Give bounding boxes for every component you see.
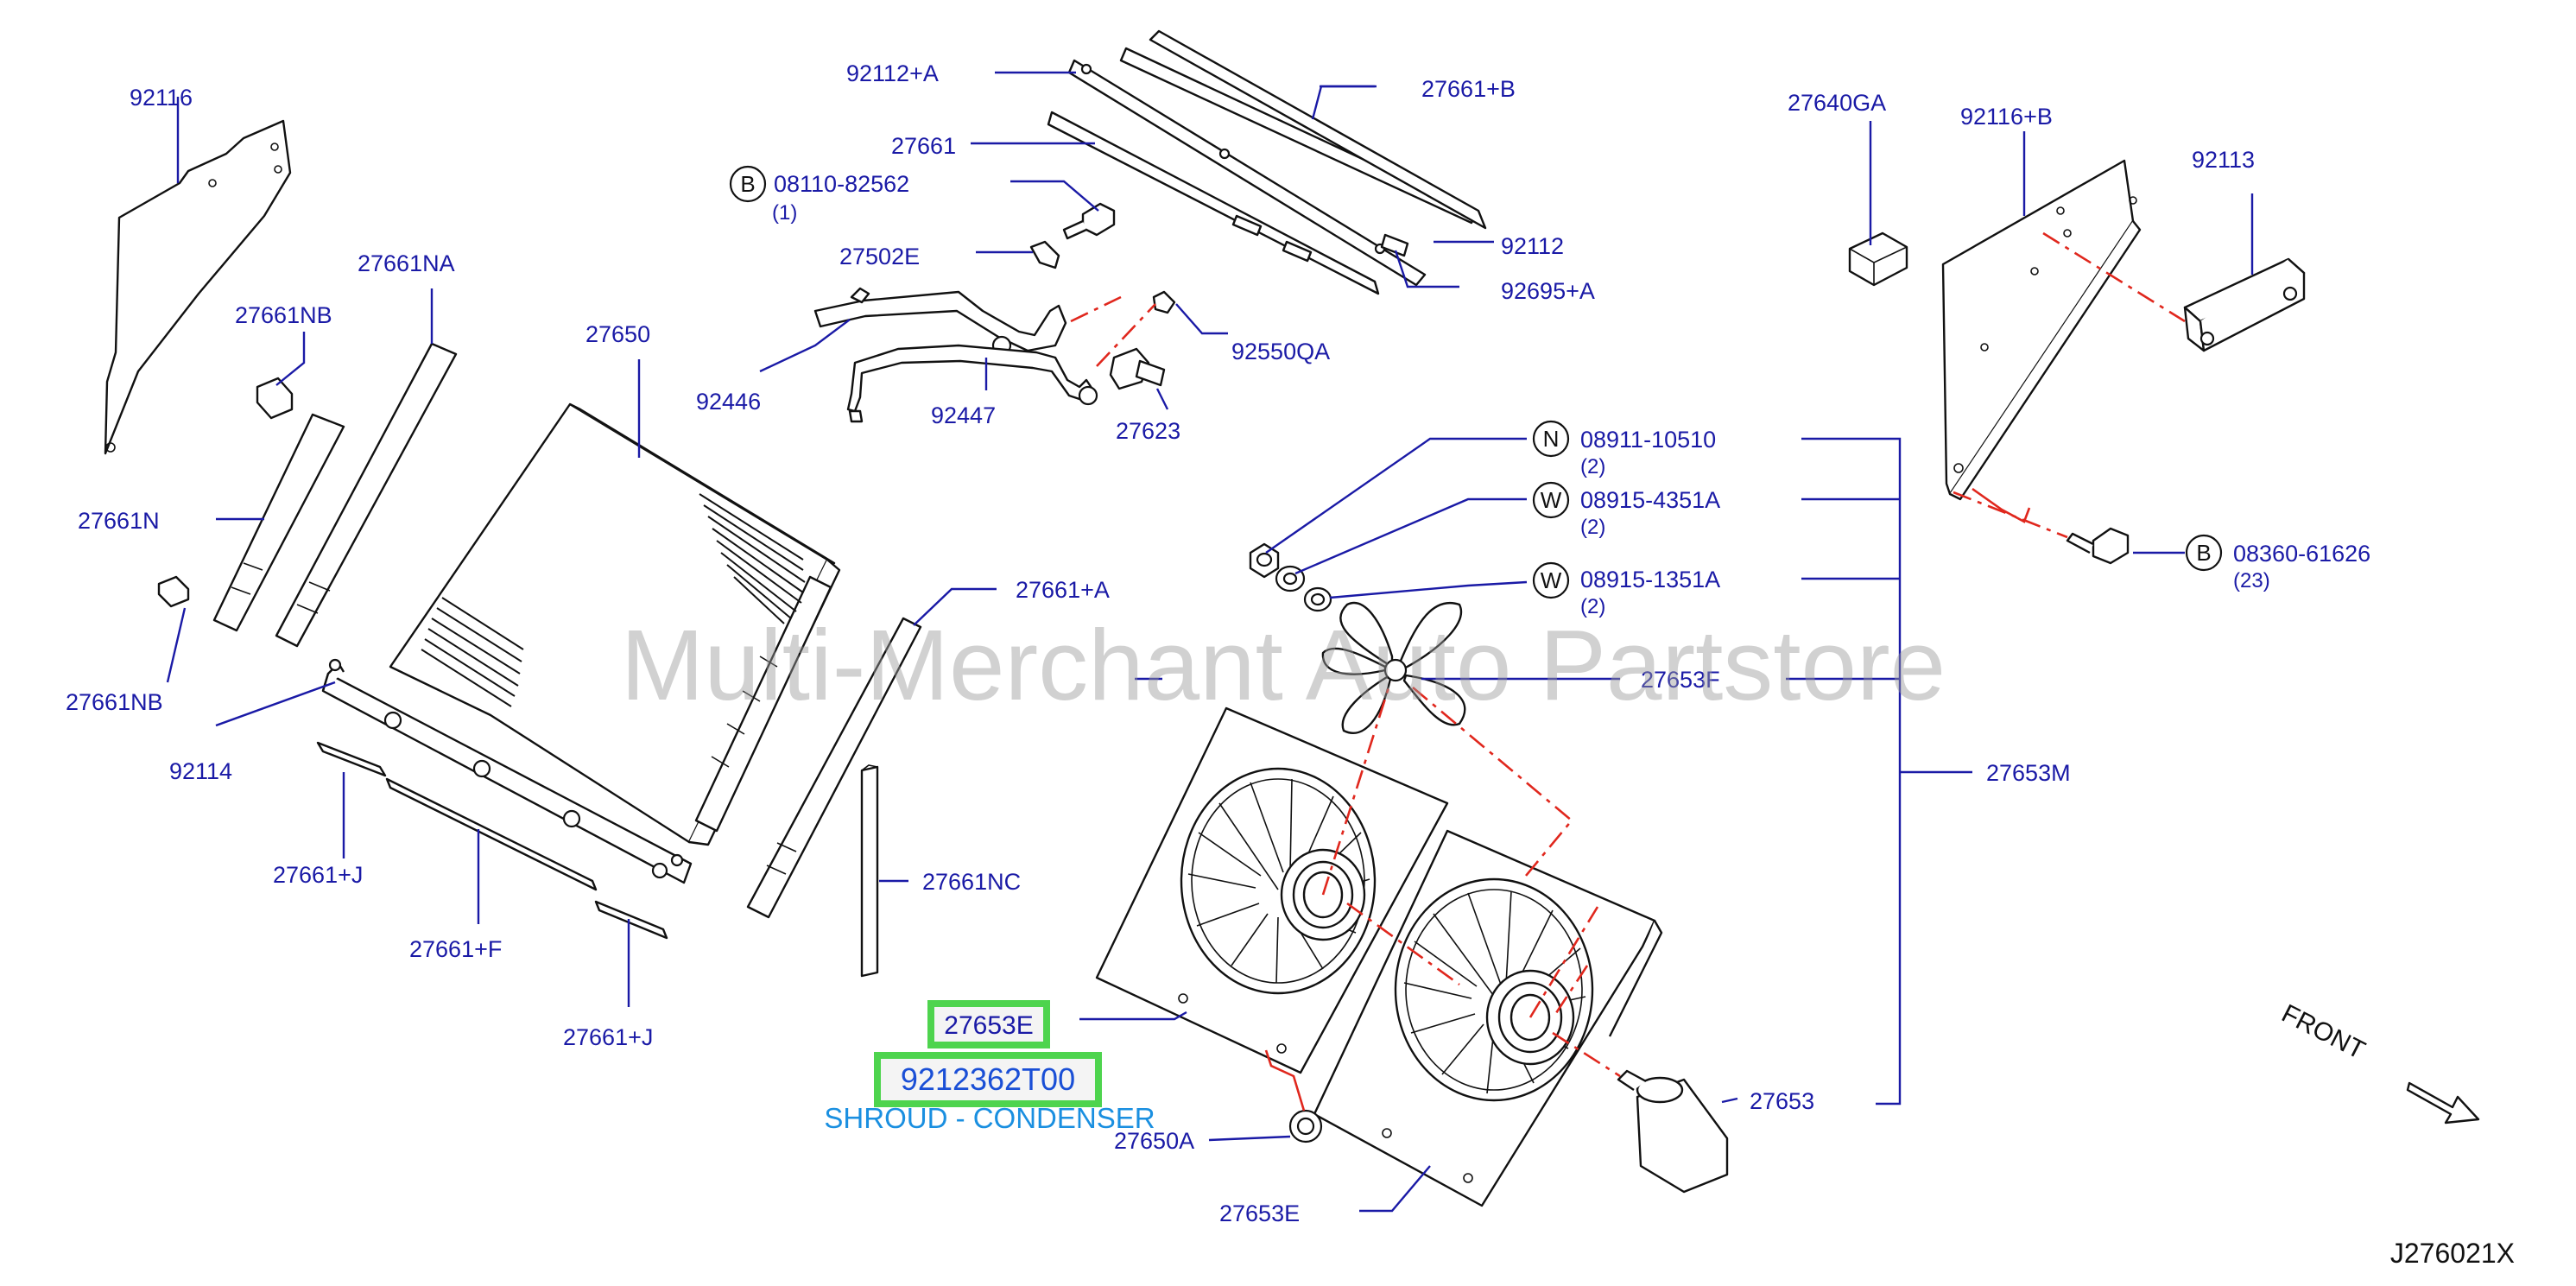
- switch-27623-drawing: [1109, 347, 1166, 390]
- label-08360-61626[interactable]: 08360-61626: [2233, 541, 2370, 567]
- label-27623[interactable]: 27623: [1116, 418, 1180, 444]
- seal-27661nc-drawing: [860, 764, 879, 978]
- seal-27661na-drawing: [275, 342, 458, 648]
- shroud-left-drawing: [1095, 706, 1449, 1074]
- clip-92550qa-drawing: [1152, 290, 1176, 314]
- label-08915-4351a[interactable]: 08915-4351A: [1580, 487, 1720, 513]
- label-27661n[interactable]: 27661N: [78, 508, 160, 534]
- centerline-08360: [1953, 491, 2068, 539]
- highlight-box-part-number[interactable]: [874, 1052, 1102, 1107]
- label-92550qa[interactable]: 92550QA: [1231, 339, 1330, 364]
- svg-text:N: N: [1543, 426, 1560, 452]
- pad-27661nb-top-drawing: [256, 377, 294, 420]
- condenser-27650-drawing: [389, 402, 841, 846]
- front-indicator: FRONT: [2277, 999, 2480, 1124]
- label-92447[interactable]: 92447: [931, 402, 996, 428]
- label-92112a[interactable]: 92112+A: [846, 60, 939, 86]
- label-27653[interactable]: 27653: [1750, 1088, 1814, 1114]
- block-27640ga-drawing: [1848, 231, 1908, 287]
- svg-text:B: B: [740, 171, 755, 197]
- watermark-text: Multi-Merchant Auto Partstore: [621, 609, 1946, 721]
- leader-27650a-red: [1264, 1049, 1306, 1112]
- fan-27653f-drawing: [1321, 602, 1466, 734]
- label-27661j-right[interactable]: 27661+J: [563, 1024, 653, 1050]
- label-08911-10510[interactable]: 08911-10510: [1580, 427, 1716, 453]
- label-27661nb-top[interactable]: 27661NB: [235, 302, 332, 328]
- leader-lines: [166, 71, 2254, 1213]
- centerline-92113: [2042, 231, 2186, 323]
- fastener-code-08915-4351a: W: [1532, 481, 1570, 519]
- pad-27661nb-bottom-drawing: [157, 575, 190, 608]
- motor-27653-drawing: [1617, 1069, 1729, 1194]
- label-27661nb-bottom[interactable]: 27661NB: [66, 689, 163, 715]
- label-92113[interactable]: 92113: [2192, 147, 2255, 173]
- label-27653f[interactable]: 27653F: [1641, 667, 1720, 693]
- highlight-part-label[interactable]: 27653E: [944, 1011, 1033, 1040]
- highlight-box-part-label[interactable]: [927, 1000, 1050, 1048]
- qty-08915-1351a: (2): [1580, 595, 1605, 618]
- upper-seals-drawing: [1047, 29, 1487, 295]
- label-27661a[interactable]: 27661+A: [1016, 577, 1110, 603]
- label-92116b[interactable]: 92116+B: [1960, 104, 2053, 130]
- label-92446[interactable]: 92446: [696, 389, 761, 415]
- label-92116[interactable]: 92116: [130, 85, 193, 111]
- washer-08915-4351a-drawing: [1275, 565, 1306, 592]
- bracket-arrow-08360: [1972, 487, 2031, 523]
- qty-08110-82562: (1): [772, 201, 797, 225]
- label-27661b[interactable]: 27661+B: [1421, 76, 1516, 102]
- highlight-description: SHROUD - CONDENSER: [824, 1102, 1155, 1134]
- label-27661na[interactable]: 27661NA: [358, 250, 455, 276]
- bracket-92113-drawing: [2183, 257, 2306, 352]
- label-08110-82562[interactable]: 08110-82562: [774, 171, 909, 197]
- washer-08915-1351a-drawing: [1303, 586, 1332, 612]
- label-27661[interactable]: 27661: [891, 133, 956, 159]
- bolt-08110-drawing: [1062, 202, 1116, 240]
- label-27640ga[interactable]: 27640GA: [1788, 90, 1886, 116]
- seal-27661n-drawing: [212, 413, 345, 632]
- centerlines-fan: [1321, 681, 1599, 1018]
- label-27661j-left[interactable]: 27661+J: [273, 862, 363, 888]
- label-27502e[interactable]: 27502E: [839, 244, 920, 269]
- front-arrow-icon: [2406, 1081, 2480, 1124]
- qty-08360-61626: (23): [2233, 569, 2270, 592]
- fastener-code-08915-1351a: W: [1532, 561, 1570, 599]
- front-label: FRONT: [2277, 999, 2370, 1065]
- bracket-92116-drawing: [104, 119, 292, 455]
- seal-27661f-drawing: [385, 777, 598, 891]
- highlight-part-number[interactable]: 9212362T00: [901, 1061, 1075, 1097]
- fastener-code-08911: N: [1532, 420, 1570, 458]
- fastener-code-08360: B: [2185, 534, 2223, 572]
- pipe-92447-drawing: [846, 344, 1098, 423]
- pipe-92446-drawing: [813, 287, 1067, 356]
- label-27650a[interactable]: 27650A: [1114, 1128, 1194, 1154]
- svg-text:B: B: [2196, 540, 2211, 566]
- nut-08911-drawing: [1249, 542, 1280, 579]
- grommet-27650a-drawing: [1288, 1109, 1323, 1143]
- qty-08915-4351a: (2): [1580, 516, 1605, 539]
- qty-08911-10510: (2): [1580, 455, 1605, 478]
- bolt-08360-drawing: [2066, 527, 2130, 565]
- svg-text:W: W: [1541, 567, 1562, 593]
- label-27653m[interactable]: 27653M: [1986, 760, 2071, 786]
- diagram-code: J276021X: [2390, 1238, 2515, 1269]
- label-92114[interactable]: 92114: [169, 758, 232, 784]
- bracket-92116b-drawing: [1941, 159, 2142, 501]
- label-27653e-bottom[interactable]: 27653E: [1219, 1200, 1300, 1226]
- label-92695a[interactable]: 92695+A: [1501, 278, 1595, 304]
- clip-27502e-drawing: [1029, 240, 1060, 269]
- seal-27661j-left-drawing: [316, 741, 387, 777]
- seal-27661j-right-drawing: [594, 900, 668, 940]
- label-08915-1351a[interactable]: 08915-1351A: [1580, 567, 1720, 592]
- fastener-code-08110: B: [729, 165, 767, 203]
- highlighted-part-group[interactable]: 27653E 9212362T00 SHROUD - CONDENSER: [824, 1000, 1155, 1134]
- centerline-motor: [1552, 1031, 1621, 1078]
- label-92112[interactable]: 92112: [1501, 233, 1564, 259]
- centerline-pipe: [1070, 295, 1156, 367]
- svg-text:W: W: [1541, 487, 1562, 513]
- label-27650[interactable]: 27650: [585, 321, 650, 347]
- label-27661nc[interactable]: 27661NC: [922, 869, 1021, 895]
- label-27661f[interactable]: 27661+F: [409, 936, 502, 962]
